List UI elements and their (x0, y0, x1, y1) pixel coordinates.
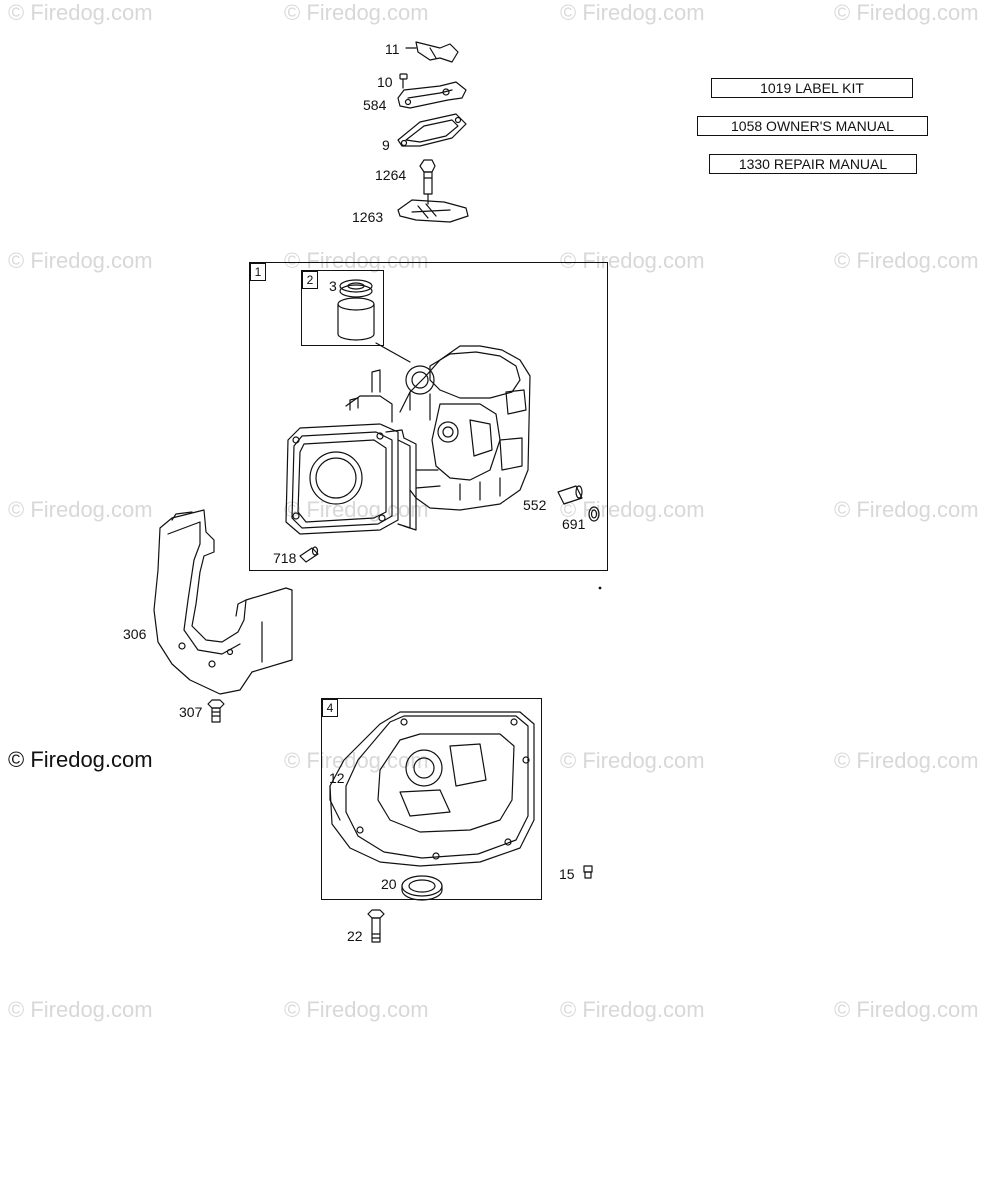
part-11-breather-tube (405, 41, 459, 63)
part-label-1263[interactable]: 1263 (352, 209, 384, 225)
watermark-text: © Firedog.com (834, 0, 979, 25)
part-label-15[interactable]: 15 (559, 866, 575, 882)
part-718-pin (299, 546, 319, 563)
watermark-text: © Firedog.com (560, 248, 705, 273)
watermark-text: © Firedog.com (284, 748, 429, 773)
sleeve-frame (301, 270, 384, 346)
watermark-text: © Firedog.com (8, 248, 153, 273)
part-label-691[interactable]: 691 (562, 516, 586, 532)
watermark-text: © Firedog.com (8, 0, 153, 25)
part-label-20[interactable]: 20 (381, 876, 397, 892)
part-1263-plate (397, 199, 469, 223)
part-label-307[interactable]: 307 (179, 704, 203, 720)
part-label-12[interactable]: 12 (329, 770, 345, 786)
part-label-306[interactable]: 306 (123, 626, 147, 642)
watermark-text: © Firedog.com (834, 248, 979, 273)
watermark-text: © Firedog.com (834, 497, 979, 522)
frame-2-tag: 2 (302, 271, 318, 289)
short-block-frame (249, 262, 608, 571)
part-label-22[interactable]: 22 (347, 928, 363, 944)
part-1264-bolt (419, 159, 436, 205)
watermark-text: © Firedog.com (284, 248, 429, 273)
part-label-552[interactable]: 552 (523, 497, 547, 513)
watermark-text: © Firedog.com (560, 0, 705, 25)
owners-manual-box[interactable]: 1058 OWNER'S MANUAL (697, 116, 928, 136)
part-label-718[interactable]: 718 (273, 550, 297, 566)
part-691-plug (588, 506, 600, 522)
part-label-9[interactable]: 9 (382, 137, 390, 153)
engine-block (285, 345, 531, 535)
part-15-plug (583, 865, 593, 879)
part-22-bolt (367, 909, 385, 943)
part-3-seal-sleeve (337, 279, 411, 363)
part-label-11[interactable]: 11 (385, 41, 400, 57)
watermark-text: © Firedog.com (284, 497, 429, 522)
part-307-screw (207, 699, 225, 723)
watermark-text: © Firedog.com (560, 497, 705, 522)
part-584-breather-cover (397, 81, 467, 109)
watermark-text: © Firedog.com (284, 997, 429, 1022)
watermark-text: © Firedog.com (834, 997, 979, 1022)
watermark-text: © Firedog.com (560, 748, 705, 773)
part-552-dowel-pin (557, 485, 583, 505)
part-12-sump (329, 711, 535, 867)
watermark-text: © Firedog.com (560, 997, 705, 1022)
frame-1-tag: 1 (250, 263, 266, 281)
part-label-584[interactable]: 584 (363, 97, 387, 113)
part-9-gasket (397, 113, 467, 147)
part-306-air-guide (153, 509, 293, 695)
part-label-10[interactable]: 10 (377, 74, 393, 90)
copyright-text: © Firedog.com (8, 747, 153, 772)
repair-manual-box[interactable]: 1330 REPAIR MANUAL (709, 154, 917, 174)
part-label-1264[interactable]: 1264 (375, 167, 407, 183)
watermark-text: © Firedog.com (834, 748, 979, 773)
part-10-screw (399, 73, 408, 89)
label-kit-box[interactable]: 1019 LABEL KIT (711, 78, 913, 98)
part-label-3[interactable]: 3 (329, 278, 337, 294)
watermark-text: © Firedog.com (8, 997, 153, 1022)
watermark-text: © Firedog.com (284, 0, 429, 25)
sump-frame (321, 698, 542, 900)
frame-4-tag: 4 (322, 699, 338, 717)
watermark-text: © Firedog.com (8, 497, 153, 522)
